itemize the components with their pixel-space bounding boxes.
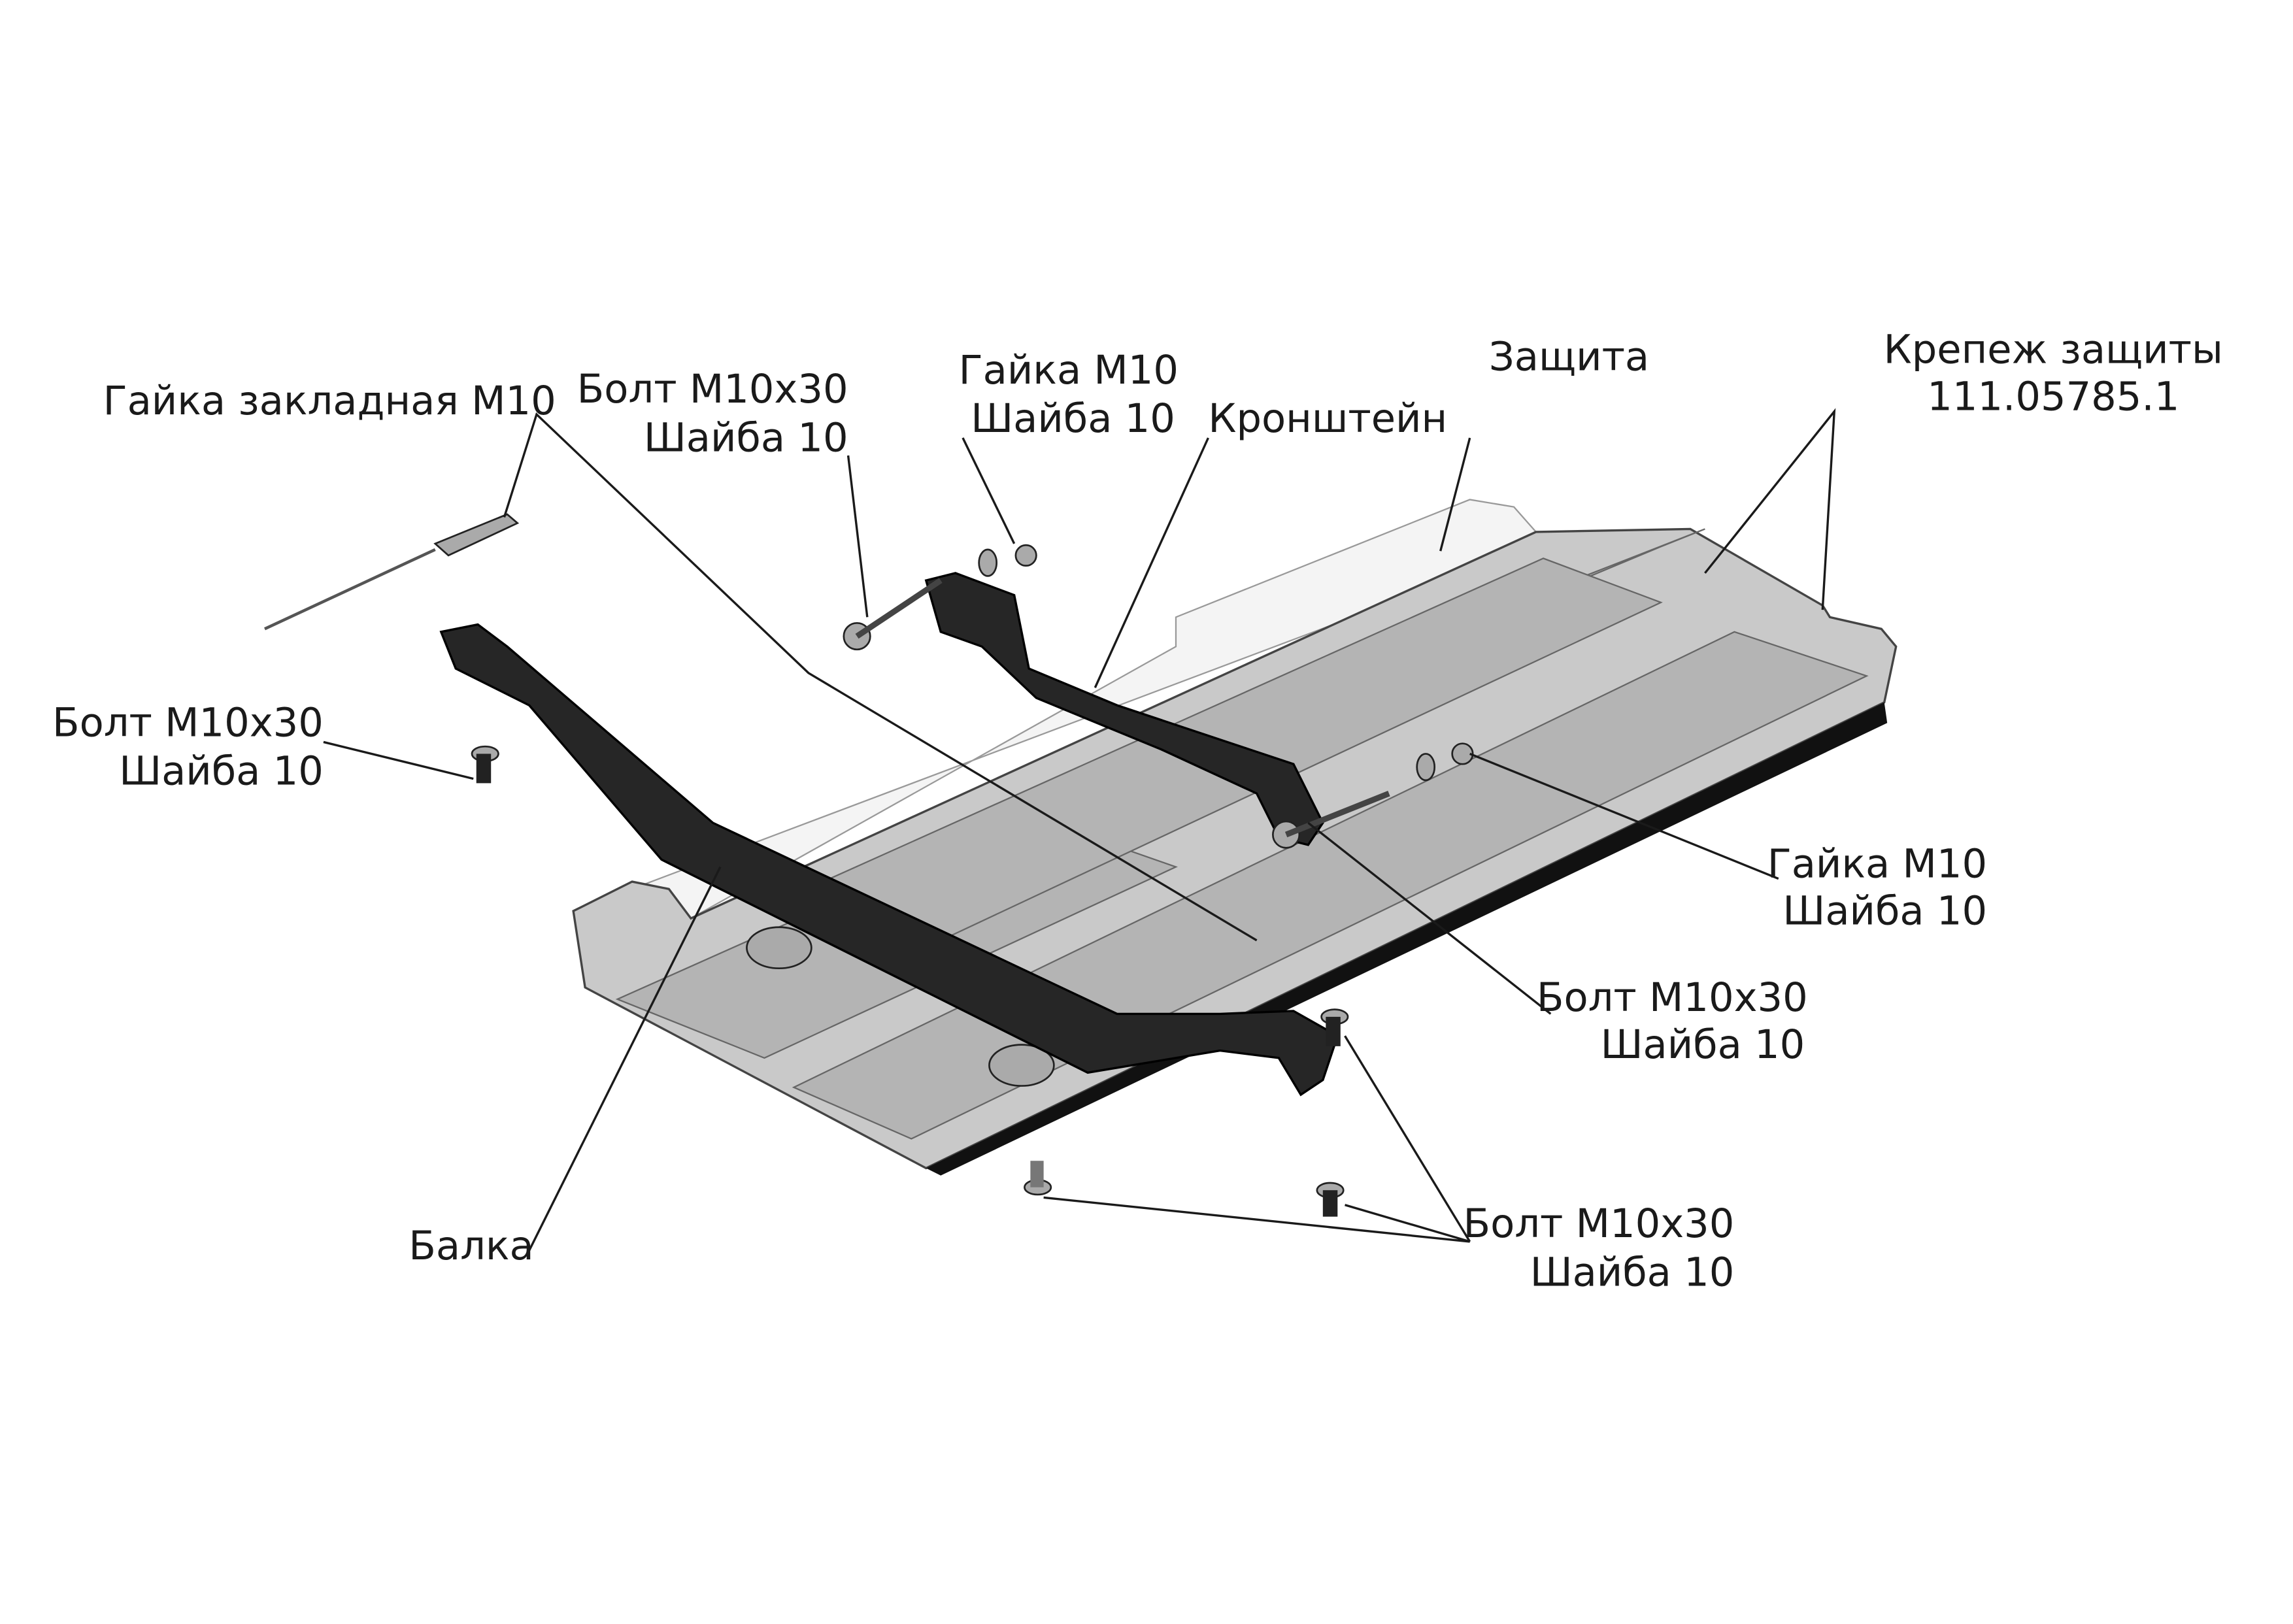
washer — [978, 548, 998, 577]
bracket — [924, 572, 1324, 846]
label-nut-top-2: Шайба 10 — [971, 396, 1175, 442]
beam — [439, 623, 1339, 1097]
label-bolt-mid-1: Болт М10х30 — [1537, 975, 1808, 1021]
bolt-bottom-2 — [1316, 1182, 1345, 1217]
label-bolt-mid-2: Шайба 10 — [1601, 1022, 1805, 1068]
hardware — [264, 513, 1474, 1217]
bolt-left — [471, 745, 499, 784]
guard-plate — [572, 499, 1898, 1176]
leader-lines — [323, 408, 1836, 1257]
embedded-nut-plate — [433, 513, 520, 557]
bolt-bottom-1 — [1024, 1161, 1052, 1196]
bolt-mid-right — [1320, 1008, 1349, 1046]
label-nut-right-2: Шайба 10 — [1783, 888, 1987, 934]
label-fastener-1: Крепеж защиты — [1884, 327, 2223, 373]
label-nut-right-1: Гайка М10 — [1767, 841, 1987, 887]
label-bolt-top-2: Шайба 10 — [644, 415, 848, 461]
label-bolt-bottom-1: Болт М10х30 — [1463, 1201, 1734, 1247]
label-bolt-bottom-2: Шайба 10 — [1530, 1250, 1735, 1295]
embedded-nut-wire — [264, 548, 436, 631]
label-embedded-nut: Гайка закладная М10 — [103, 378, 556, 424]
label-beam: Балка — [409, 1223, 533, 1269]
label-nut-top-1: Гайка М10 — [959, 348, 1179, 393]
label-guard: Защита — [1489, 335, 1649, 380]
label-fastener-2: 111.05785.1 — [1927, 374, 2179, 420]
nut — [1014, 544, 1037, 567]
label-bracket: Кронштейн — [1208, 396, 1447, 442]
label-bolt-left-2: Шайба 10 — [119, 749, 324, 795]
label-bolt-left-1: Болт М10х30 — [52, 700, 324, 746]
label-bolt-top-1: Болт М10х30 — [577, 367, 848, 412]
